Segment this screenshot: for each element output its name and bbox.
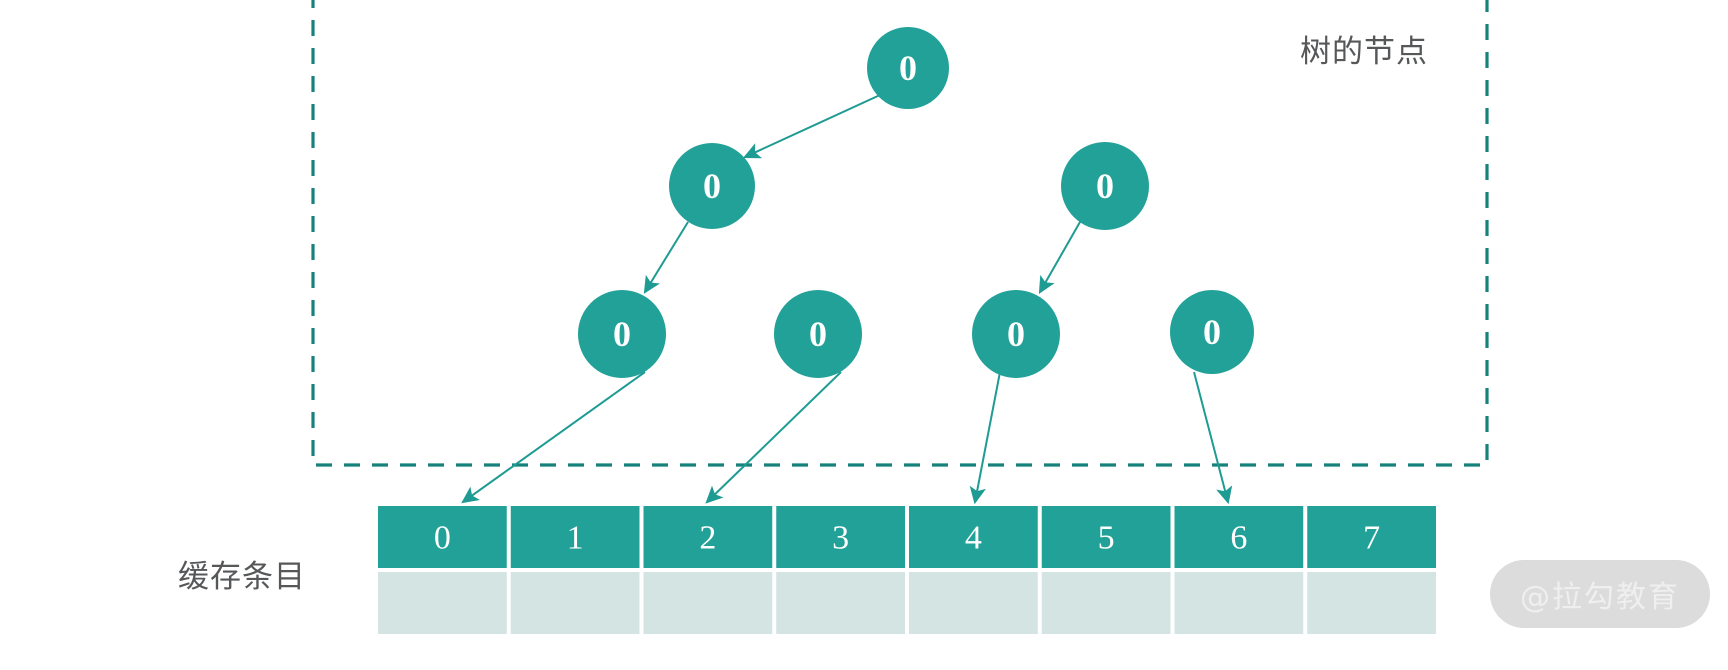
cache-cell-index: 4 bbox=[965, 520, 982, 557]
link-node-to-cell-0 bbox=[461, 371, 646, 504]
cache-cell-header-box bbox=[1307, 506, 1436, 568]
tree-node-circle bbox=[774, 290, 862, 378]
cache-cell-value-box[interactable] bbox=[1041, 572, 1171, 634]
cache-cell-4[interactable]: 4 bbox=[909, 506, 1038, 634]
tree-node-n-l2b[interactable]: 0 bbox=[774, 290, 862, 378]
tree-node-n-r2b[interactable]: 0 bbox=[1170, 290, 1254, 374]
tree-node-value: 0 bbox=[613, 314, 631, 354]
cache-cell-value-box[interactable] bbox=[909, 572, 1038, 634]
tree-node-circle bbox=[972, 290, 1060, 378]
edge-r1-to-r2a bbox=[1038, 221, 1081, 294]
cache-cell-value-box[interactable] bbox=[510, 572, 640, 634]
cache-cell-3[interactable]: 3 bbox=[776, 506, 905, 634]
cache-cell-header-box bbox=[378, 506, 507, 568]
tree-node-value: 0 bbox=[899, 48, 917, 88]
cache-cell-value-box[interactable] bbox=[1174, 572, 1304, 634]
cache-cell-index: 2 bbox=[699, 520, 716, 557]
tree-node-value: 0 bbox=[1096, 166, 1114, 206]
tree-node-n-l1[interactable]: 0 bbox=[669, 143, 755, 229]
cache-cell-header-box bbox=[1174, 506, 1304, 568]
cache-cell-6[interactable]: 6 bbox=[1174, 506, 1304, 634]
tree-region-label: 树的节点 bbox=[1300, 34, 1428, 70]
cache-cell-index: 7 bbox=[1363, 520, 1380, 557]
cache-cell-2[interactable]: 2 bbox=[643, 506, 773, 634]
cache-cell-index: 0 bbox=[434, 520, 451, 557]
cache-cell-value-box[interactable] bbox=[776, 572, 905, 634]
tree-node-value: 0 bbox=[1007, 314, 1025, 354]
link-node-to-cell-6 bbox=[1193, 371, 1233, 505]
watermark: @拉勾教育 bbox=[1490, 560, 1710, 628]
cache-cell-value-box[interactable] bbox=[378, 572, 507, 634]
cache-cell-index: 1 bbox=[567, 520, 584, 557]
tree-node-n-r2a[interactable]: 0 bbox=[972, 290, 1060, 378]
cache-cell-index: 5 bbox=[1098, 520, 1115, 557]
tree-node-value: 0 bbox=[1203, 312, 1221, 352]
tree-node-value: 0 bbox=[809, 314, 827, 354]
tree-node-value: 0 bbox=[703, 166, 721, 206]
tree-node-n-r1[interactable]: 0 bbox=[1061, 142, 1149, 230]
tree-nodes: 0 0 0 0 0 0 0 bbox=[578, 27, 1254, 378]
cache-cell-7[interactable]: 7 bbox=[1307, 506, 1436, 634]
cache-cell-header-box bbox=[510, 506, 640, 568]
cache-cell-header-box bbox=[909, 506, 1038, 568]
tree-node-circle bbox=[1170, 290, 1254, 374]
tree-node-circle bbox=[669, 143, 755, 229]
tree-region-box bbox=[311, 0, 1489, 467]
tree-node-circle bbox=[578, 290, 666, 378]
cache-cell-value-box[interactable] bbox=[643, 572, 773, 634]
cache-cell-1[interactable]: 1 bbox=[510, 506, 640, 634]
cache-cell-header-box bbox=[776, 506, 905, 568]
node-to-cache-links bbox=[461, 371, 1233, 505]
cache-cell-5[interactable]: 5 bbox=[1041, 506, 1171, 634]
cache-cell-index: 6 bbox=[1230, 520, 1247, 557]
cache-table: 0 1 2 3 4 5 6 7 bbox=[378, 506, 1436, 634]
tree-node-root[interactable]: 0 bbox=[867, 27, 949, 109]
cache-cell-index: 3 bbox=[832, 520, 849, 557]
cache-cell-header-box bbox=[1041, 506, 1171, 568]
cache-cell-value-box[interactable] bbox=[1307, 572, 1436, 634]
edge-l1-to-l2a bbox=[643, 221, 689, 294]
cache-cell-0[interactable]: 0 bbox=[378, 506, 507, 634]
link-node-to-cell-4 bbox=[969, 371, 1001, 505]
cache-cell-header-box bbox=[643, 506, 773, 568]
tree-region-dashed-border bbox=[311, 0, 1489, 467]
tree-node-circle bbox=[867, 27, 949, 109]
edge-root-to-l1 bbox=[742, 94, 881, 159]
link-node-to-cell-2 bbox=[705, 371, 842, 504]
tree-node-circle bbox=[1061, 142, 1149, 230]
tree-node-n-l2a[interactable]: 0 bbox=[578, 290, 666, 378]
tree-edges bbox=[643, 94, 1081, 294]
cache-entries-label: 缓存条目 bbox=[178, 559, 306, 595]
